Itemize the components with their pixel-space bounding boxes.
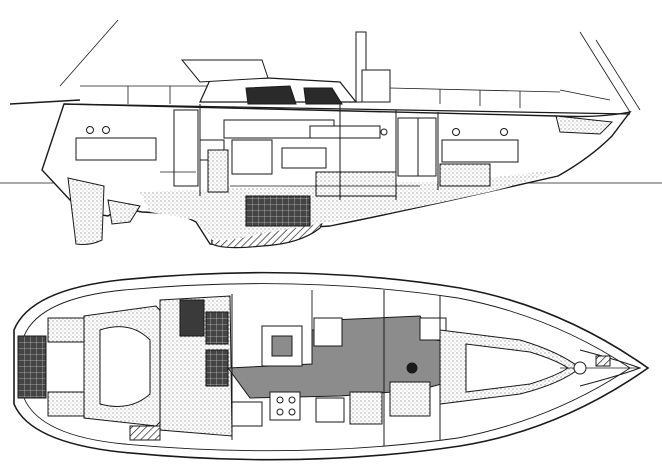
lifeline-fwd <box>389 87 561 93</box>
aft-grid-block-2 <box>205 349 229 387</box>
bilge-area <box>140 170 556 241</box>
cockpit-seat-stbd <box>47 391 85 417</box>
tiller <box>9 99 81 105</box>
pulpit-rail <box>559 89 611 101</box>
mast <box>355 31 367 103</box>
galley-sink <box>315 397 345 423</box>
portlight <box>380 128 388 136</box>
companion-hood <box>180 59 269 83</box>
portlight <box>102 126 110 134</box>
settee <box>315 171 397 197</box>
anchor-locker <box>595 355 611 367</box>
dinette-seat <box>313 317 343 347</box>
plan-view <box>13 271 650 461</box>
galley-counter <box>349 391 383 425</box>
saloon-table-inner <box>271 335 293 357</box>
v-berth <box>441 139 519 163</box>
aft-dark-block <box>179 299 205 337</box>
forestay-line <box>579 31 631 113</box>
forepeak <box>439 163 491 187</box>
lazarette <box>129 425 161 441</box>
sheer-line <box>63 103 631 115</box>
hanging-locker <box>417 117 437 177</box>
quarter-berth <box>75 137 157 161</box>
galley-locker <box>173 109 199 187</box>
sole-grid <box>245 195 311 227</box>
forestay-line-2 <box>595 39 641 111</box>
cabin-window-2 <box>303 87 343 105</box>
rudder <box>67 177 105 245</box>
mast-step <box>406 362 418 374</box>
saloon-table-plan <box>261 325 303 367</box>
portlight <box>452 128 460 136</box>
anchor-winch <box>573 361 587 375</box>
transom-grating <box>17 335 47 399</box>
aft-grid-block <box>205 311 229 345</box>
skeg <box>107 199 141 225</box>
mast-base <box>361 69 391 103</box>
saloon-seatback <box>231 139 273 175</box>
galley-stove <box>269 391 301 421</box>
engine-bay <box>207 149 229 193</box>
backstay-line <box>59 19 119 87</box>
portlight <box>500 128 508 136</box>
portlight <box>86 126 94 134</box>
cabin-window-1 <box>245 85 297 105</box>
helm-well <box>99 326 151 407</box>
dinette <box>309 125 381 139</box>
cockpit-seat-port <box>47 317 85 343</box>
bow-fitting <box>555 115 614 135</box>
profile-view <box>0 19 662 249</box>
chart-table <box>231 401 263 427</box>
saloon-table <box>281 147 327 169</box>
head <box>389 381 431 417</box>
